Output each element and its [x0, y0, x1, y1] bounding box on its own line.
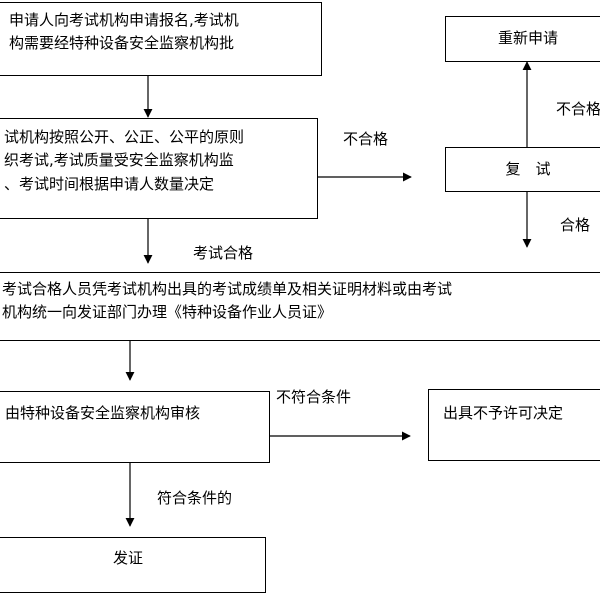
- apply-box: 申请人向考试机构申请报名,考试机 构需要经特种设备安全监察机构批: [0, 2, 322, 76]
- apply-line-1: 申请人向考试机构申请报名,考试机: [9, 11, 239, 29]
- reapply-text: 重新申请: [497, 29, 558, 47]
- issue-box: 发证: [0, 537, 266, 593]
- reapply-box: 重新申请: [445, 16, 600, 62]
- review-text: 由特种设备安全监察机构审核: [5, 404, 201, 422]
- retest-box: 复 试: [445, 147, 600, 192]
- retest-fail-label: 不合格: [556, 100, 600, 118]
- exam-line-3: 、考试时间根据申请人数量决定: [4, 174, 215, 193]
- fail-label: 不合格: [343, 130, 389, 148]
- certify-line-2: 机构统一向发证部门办理《特种设备作业人员证》: [2, 303, 333, 322]
- deny-text: 出具不予许可决定: [443, 404, 564, 422]
- review-box: 由特种设备安全监察机构审核: [0, 391, 270, 463]
- retest-text: 复 试: [505, 160, 551, 178]
- exam-line-1: 试机构按照公开、公正、公平的原则: [4, 128, 245, 146]
- not-qualified-label: 不符合条件: [276, 388, 352, 406]
- retest-pass-label: 合格: [560, 216, 591, 234]
- exam-line-2: 织考试,考试质量受安全监察机构监: [4, 151, 234, 170]
- exam-pass-label: 考试合格: [193, 244, 254, 262]
- deny-box: 出具不予许可决定: [428, 389, 600, 461]
- issue-text: 发证: [113, 549, 144, 567]
- apply-line-2: 构需要经特种设备安全监察机构批: [9, 34, 235, 53]
- qualified-label: 符合条件的: [157, 489, 233, 507]
- exam-box: 试机构按照公开、公正、公平的原则 织考试,考试质量受安全监察机构监 、考试时间根…: [0, 118, 318, 219]
- certify-docs-box: 考试合格人员凭考试机构出具的考试成绩单及相关证明材料或由考试 机构统一向发证部门…: [0, 272, 600, 341]
- certify-line-1: 考试合格人员凭考试机构出具的考试成绩单及相关证明材料或由考试: [2, 280, 453, 298]
